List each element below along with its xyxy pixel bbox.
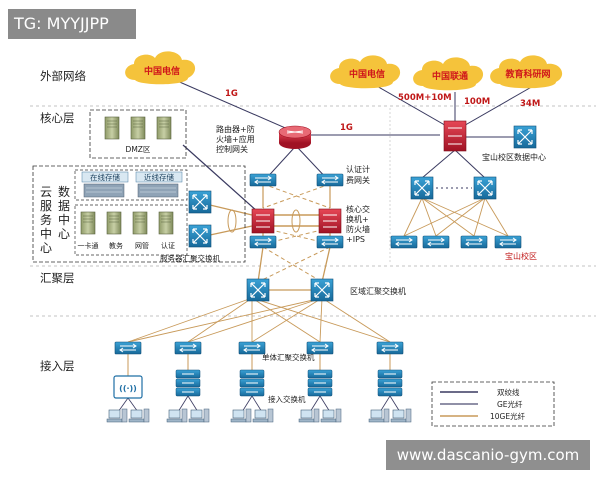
bw-label-1: 500M+10M	[398, 93, 452, 103]
cloud-right-2-label: 中国联通	[432, 70, 468, 82]
service-label-2: 教务	[109, 241, 123, 250]
watermark-bottom: www.dascanio-gym.com	[386, 440, 590, 470]
legend-10ge-fiber-label: 10GE光纤	[490, 411, 526, 421]
online-storage-label: 在线存储	[90, 172, 120, 182]
cloud-center-char-1: 云	[40, 185, 52, 199]
wireless-ap-icon: ((·))	[113, 375, 143, 399]
legend: 双绞线 GE光纤 10GE光纤	[431, 381, 555, 427]
core-switch-left	[249, 208, 277, 249]
service-label-4: 认证	[161, 241, 175, 250]
cloud-center-char-5: 心	[40, 241, 52, 255]
service-label-3: 网管	[135, 241, 149, 250]
baoshan-core-switch	[443, 120, 467, 152]
cloud-right-1-label: 中国电信	[349, 68, 385, 80]
bw-label-3: 34M	[520, 99, 540, 109]
nearline-storage-label: 近线存储	[144, 172, 174, 182]
region-agg-label: 区域汇聚交换机	[350, 286, 406, 296]
edge-router	[278, 125, 312, 149]
core-label-3: 防火墙	[346, 224, 370, 234]
cloud-right-3: 教育科研网	[490, 55, 563, 89]
agg-switch-left	[246, 278, 270, 302]
service-label-1: 一卡通	[78, 241, 99, 250]
cloud-center-char-4: 中	[40, 226, 52, 241]
auth-label-1: 认证计	[346, 164, 370, 174]
data-center-char-4: 心	[58, 227, 70, 241]
router-label-2: 火墙+应用	[216, 134, 255, 144]
link-label-left-1g: 1G	[225, 89, 238, 99]
cloud-center-char-3: 务	[40, 212, 52, 227]
cloud-right-2: 中国联通	[413, 57, 484, 91]
dmz-zone: DMZ区	[89, 109, 187, 159]
layer-label-external: 外部网络	[40, 69, 86, 83]
server-agg-label: 服务器汇聚交换机	[160, 253, 220, 263]
svg-text:((·)): ((·))	[119, 384, 137, 393]
single-agg-label: 单体汇聚交换机	[262, 352, 315, 362]
layer-label-core: 核心层	[40, 111, 75, 125]
link-label-core-1g: 1G	[340, 123, 353, 133]
auth-label-2: 费网关	[346, 175, 370, 185]
cloud-right-3-label: 教育科研网	[504, 68, 550, 80]
cloud-left-label: 中国电信	[144, 65, 180, 77]
nearline-storage: 近线存储	[135, 171, 183, 198]
cloud-left: 中国电信	[125, 51, 196, 85]
layer-separators	[30, 105, 596, 317]
data-center-char-3: 中	[58, 212, 70, 227]
core-label-4: +IPS	[346, 235, 365, 244]
baoshan-campus: 宝山校区数据中心 宝山校区	[389, 108, 546, 262]
legend-ge-fiber-label: GE光纤	[497, 399, 523, 409]
online-storage: 在线存储	[81, 171, 129, 198]
legend-twisted-pair-label: 双绞线	[497, 387, 520, 397]
dmz-label: DMZ区	[126, 145, 151, 154]
baoshan-label: 宝山校区	[505, 251, 537, 261]
baoshan-dc-label: 宝山校区数据中心	[482, 152, 546, 162]
agg-switch-right	[310, 278, 334, 302]
gateway-switch-left	[249, 173, 277, 187]
bw-label-2: 100M	[464, 97, 490, 107]
gateway-switch-right	[316, 173, 344, 187]
watermark-top: TG: MYYJJPP	[8, 9, 136, 39]
access-switch-label: 接入交换机	[268, 394, 306, 404]
data-center-char-2: 据	[58, 199, 70, 213]
cloud-service-center: 云 服 务 中 心 数 据 中 心 在线存储 近线存储 一卡通 教务	[32, 165, 246, 263]
data-center-char-1: 数	[58, 184, 70, 199]
core-label-2: 换机+	[346, 214, 369, 224]
cloud-center-char-2: 服	[40, 199, 52, 213]
access-row: ((·))	[106, 341, 412, 423]
layer-label-access: 接入层	[40, 359, 75, 373]
core-switch-right	[316, 208, 344, 249]
router-label-1: 路由器+防	[216, 124, 255, 134]
router-label-3: 控制网关	[216, 144, 248, 154]
core-label-1: 核心交	[346, 204, 370, 214]
cloud-right-1: 中国电信	[330, 55, 401, 89]
layer-label-aggregation: 汇聚层	[40, 271, 75, 285]
